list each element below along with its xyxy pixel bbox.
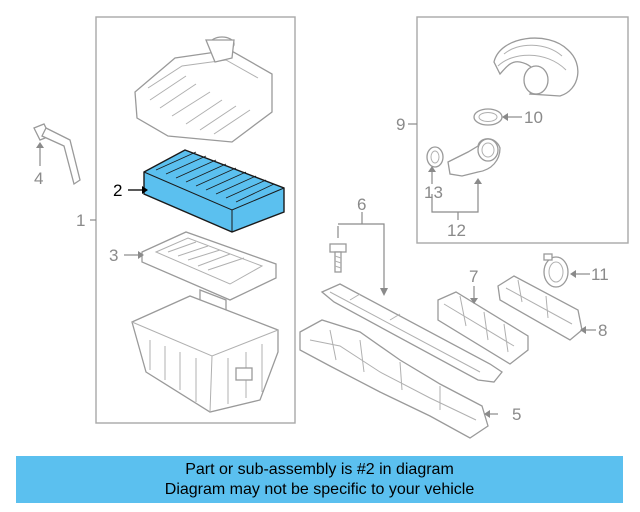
banner-line-1: Part or sub-assembly is #2 in diagram [185, 460, 454, 478]
callout-10: 10 [524, 108, 543, 127]
callout-3: 3 [109, 246, 118, 265]
callout-7: 7 [469, 267, 478, 286]
callout-8: 8 [598, 321, 607, 340]
callout-5: 5 [512, 405, 521, 424]
callout-6: 6 [357, 195, 366, 214]
callout-2: 2 [113, 181, 122, 200]
breather-hose-illustration [33, 123, 81, 186]
callout-1: 1 [76, 211, 85, 230]
intake-duct-illustration [493, 37, 579, 97]
filter-frame-illustration [141, 231, 277, 313]
callout-9: 9 [396, 115, 405, 134]
info-banner: Part or sub-assembly is #2 in diagram Di… [16, 456, 623, 503]
parts-diagram: 1 2 3 4 5 6 7 8 9 10 11 12 13 [33, 16, 629, 439]
callout-11: 11 [591, 265, 609, 284]
resonator-boot-12-illustration [447, 138, 501, 177]
air-cleaner-lid-illustration [134, 36, 273, 143]
assembly-9-box [416, 16, 629, 244]
clamp-11-illustration [543, 253, 569, 288]
leader-lines [36, 113, 596, 418]
banner-line-2: Diagram may not be specific to your vehi… [164, 480, 475, 498]
air-filter-element-highlighted [143, 149, 285, 233]
seal-13-illustration [426, 146, 444, 168]
air-duct-6-illustration [320, 283, 503, 383]
air-filter-body [143, 149, 285, 233]
clamp-10-illustration [473, 108, 503, 126]
callout-13: 13 [424, 183, 443, 202]
resonator-7-illustration [437, 291, 529, 365]
callout-12: 12 [447, 221, 466, 240]
air-cleaner-housing-illustration [131, 295, 279, 413]
bolt-illustration [329, 243, 347, 273]
callout-4: 4 [34, 169, 43, 188]
air-duct-5-illustration [299, 319, 489, 439]
